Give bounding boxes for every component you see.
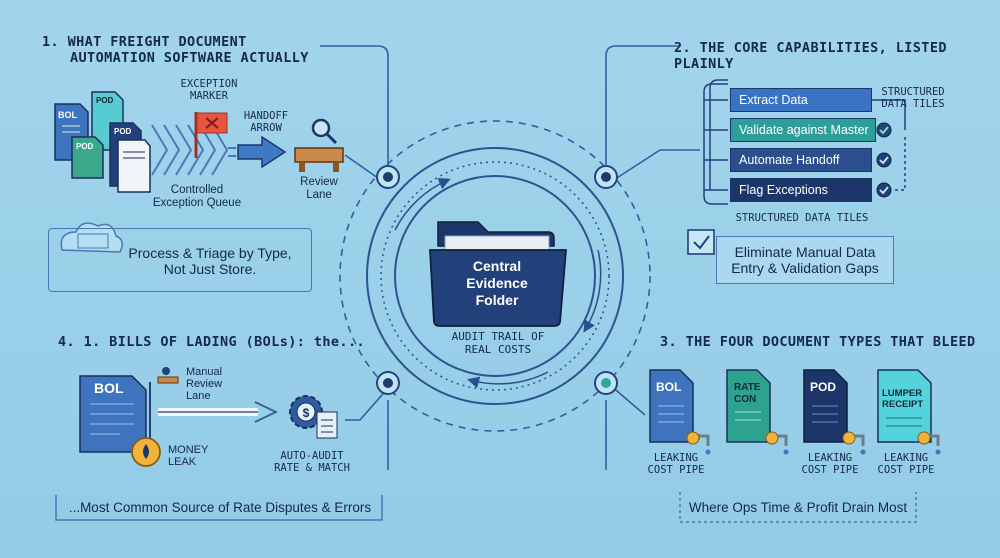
auto-audit-gear-icon: $ (289, 395, 338, 439)
central-folder-icon (429, 221, 567, 327)
doc-pod-icon (803, 369, 848, 443)
hub-node-bottom-right (594, 371, 618, 395)
section1-note-frame (48, 228, 312, 292)
doc-stack-icon (54, 91, 151, 193)
tile-validate-against-master[interactable]: Validate against Master (730, 118, 876, 142)
blueprint-cloud-icon (60, 222, 123, 253)
doc-bol-icon (649, 369, 694, 443)
exception-flag-icon (194, 112, 228, 158)
section4-title: 4. 1. BILLS OF LADING (BOLs): the... (58, 334, 365, 350)
doc-lumper-receipt-icon (877, 369, 932, 443)
tile-extract-data[interactable]: Extract Data (730, 88, 872, 112)
connector-lines (320, 45, 700, 470)
tile-automate-handoff[interactable]: Automate Handoff (730, 148, 872, 172)
doc-rate-con-icon (726, 369, 771, 443)
tile-flag-exceptions[interactable]: Flag Exceptions (730, 178, 872, 202)
hub-node-top-right (594, 165, 618, 189)
note-brackets (55, 492, 917, 523)
review-desk-icon (294, 118, 344, 172)
audit-arrow (158, 401, 279, 423)
checkbox-icon (687, 229, 715, 255)
manual-review-person-icon (157, 367, 179, 384)
tile-rails (703, 79, 906, 205)
leaking-pipe-icons (686, 431, 941, 455)
doc-label-bol: BOL (58, 110, 77, 120)
doc-label-pod-2: POD (76, 142, 94, 151)
doc-pod-label: POD (810, 380, 837, 394)
doc-label-pod-3: POD (114, 127, 132, 136)
doc-bol-label: BOL (656, 380, 682, 394)
money-leak-icon (131, 437, 161, 467)
central-rings (339, 120, 651, 432)
section3-note: Where Ops Time & Profit Drain Most (688, 500, 908, 515)
section2-title: 2. THE CORE CAPABILITIES, LISTED PLAINLY (674, 40, 947, 72)
bol-large-doc-icon (79, 375, 151, 453)
doc-label-pod-1: POD (96, 96, 114, 105)
svg-text:$: $ (303, 406, 310, 420)
handoff-arrow-icon (228, 135, 287, 169)
section1-title-line1: 1. WHAT FREIGHT DOCUMENT (42, 34, 247, 50)
section4-note: ...Most Common Source of Rate Disputes &… (68, 500, 372, 515)
section3-title: 3. THE FOUR DOCUMENT TYPES THAT BLEED (660, 334, 976, 350)
hub-node-top-left (376, 165, 400, 189)
section1-title-line2: AUTOMATION SOFTWARE ACTUALLY (70, 50, 309, 66)
check-circle-icons (876, 122, 892, 198)
bol-large-label: BOL (94, 380, 124, 396)
hub-node-bottom-left (376, 371, 400, 395)
section1-note: Process & Triage by Type,Not Just Store. (128, 245, 292, 277)
tiles-caption: STRUCTURED DATA TILES (735, 212, 869, 224)
